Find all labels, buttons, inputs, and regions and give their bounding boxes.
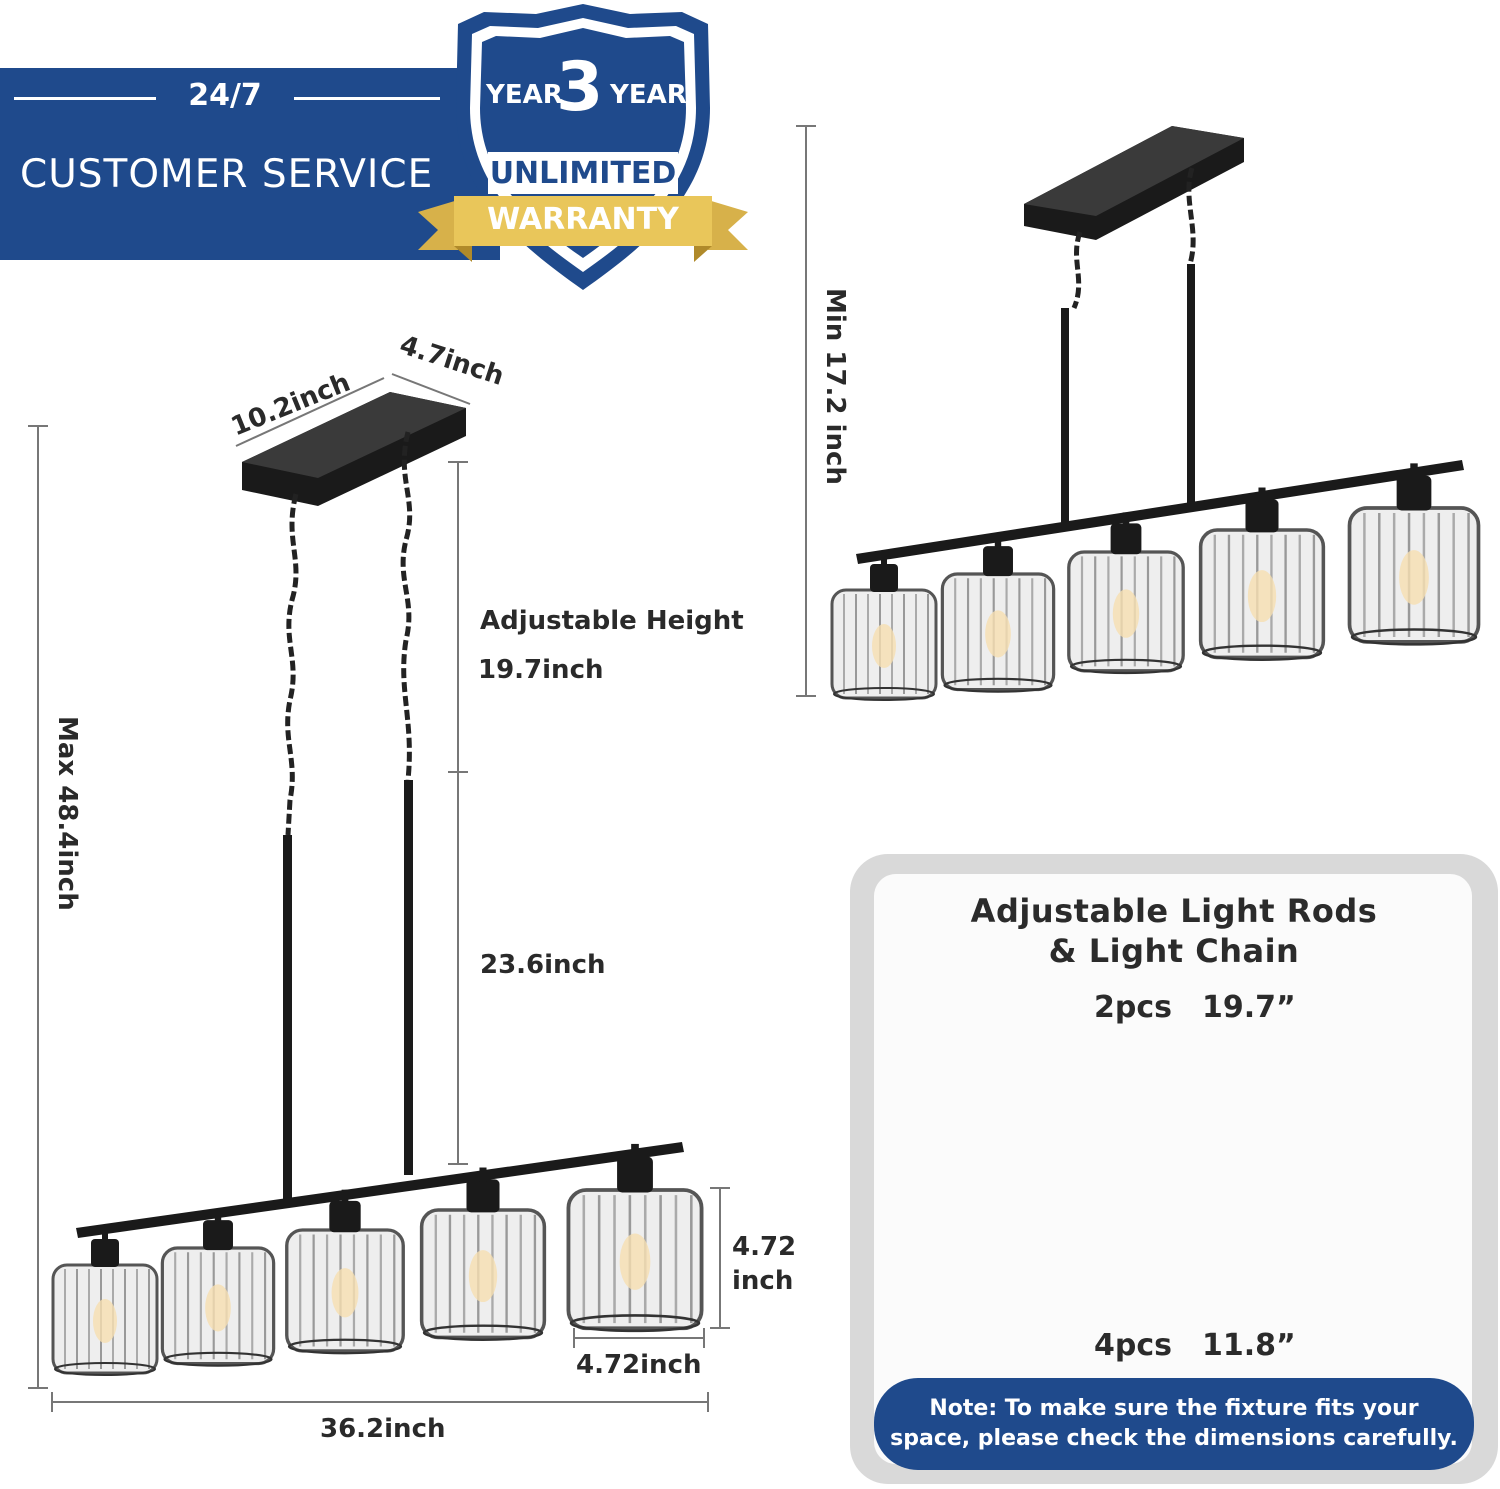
adjustable-height-label: Adjustable Height: [480, 606, 744, 636]
banner-divider-right: [294, 97, 440, 100]
badge-year-number: 3: [556, 48, 604, 127]
banner-hours: 24/7: [188, 78, 262, 113]
total-length-label: 36.2inch: [320, 1414, 446, 1444]
rod-quantity: 4pcs: [1094, 1328, 1172, 1363]
dimension-note: Note: To make sure the fixture fits your…: [874, 1378, 1474, 1470]
chain-quantity: 2pcs: [1094, 990, 1172, 1025]
banner-title: CUSTOMER SERVICE: [20, 152, 434, 197]
warranty-shield-icon: YEAR 3 YEAR UNLIMITED WARRANTY: [418, 0, 748, 295]
note-line2: space, please check the dimensions caref…: [890, 1426, 1458, 1451]
panel-title-line2: & Light Chain: [1048, 932, 1300, 970]
min-height-label: Min 17.2 inch: [820, 288, 850, 485]
chain-length: 19.7”: [1202, 990, 1296, 1025]
customer-service-banner: 24/7 CUSTOMER SERVICE: [0, 68, 500, 260]
panel-title-line1: Adjustable Light Rods: [970, 892, 1378, 930]
badge-warranty: WARRANTY: [487, 202, 679, 237]
badge-year-right: YEAR: [610, 80, 687, 110]
max-height-label: Max 48.4inch: [52, 716, 82, 911]
badge-unlimited: UNLIMITED: [489, 156, 677, 191]
note-line1: Note: To make sure the fixture fits your: [929, 1396, 1419, 1421]
shade-width-label: 4.72inch: [576, 1350, 702, 1380]
adjustable-height-value: 19.7inch: [478, 655, 604, 685]
badge-year-left: YEAR: [486, 80, 563, 110]
banner-divider-left: [14, 97, 156, 100]
rod-length: 11.8”: [1202, 1328, 1296, 1363]
rod-length-label: 23.6inch: [480, 950, 606, 980]
accessories-panel-inner: [874, 874, 1472, 1464]
shade-height-unit: inch: [732, 1266, 794, 1296]
shade-height-value: 4.72: [732, 1232, 797, 1262]
